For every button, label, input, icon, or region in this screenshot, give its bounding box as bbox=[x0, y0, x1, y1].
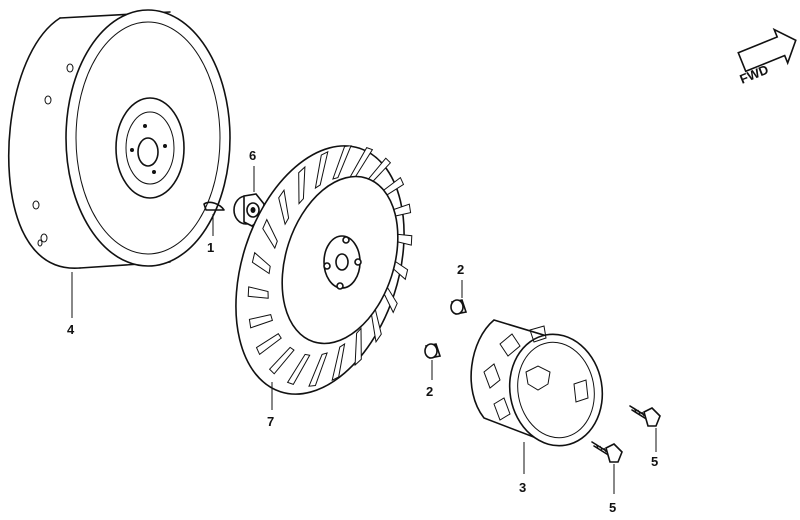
fwd-direction-arrow bbox=[737, 27, 797, 73]
fan-blade bbox=[332, 145, 352, 180]
fan-blade bbox=[278, 188, 290, 226]
callout-woodruff-key: 1 bbox=[207, 240, 214, 255]
fan-blade bbox=[298, 165, 306, 205]
callout-dowel-pin-upper: 2 bbox=[457, 262, 464, 277]
fan-blade bbox=[255, 333, 282, 356]
fwd-label: FWD bbox=[738, 62, 771, 87]
callout-starter-pulley: 3 bbox=[519, 480, 526, 495]
fan-blade bbox=[247, 286, 269, 299]
callout-dowel-pin-lower: 2 bbox=[426, 384, 433, 399]
flange-bolt-right bbox=[629, 405, 661, 427]
flange-bolt-lower bbox=[591, 441, 623, 463]
callout-flange-bolt-lower: 5 bbox=[609, 500, 616, 515]
fan-blade bbox=[268, 346, 295, 375]
fan-blade bbox=[262, 218, 278, 250]
fan-blade bbox=[354, 327, 362, 367]
callout-flange-nut: 6 bbox=[249, 148, 256, 163]
flywheel bbox=[7, 9, 231, 269]
dowel-pin-lower bbox=[424, 343, 442, 359]
dowel-pin-upper bbox=[450, 299, 468, 315]
cooling-fan bbox=[235, 145, 413, 395]
fan-blade bbox=[314, 150, 329, 190]
woodruff-key bbox=[203, 201, 225, 211]
fan-blade bbox=[308, 352, 328, 387]
starter-pulley bbox=[470, 319, 604, 447]
fan-blade bbox=[286, 353, 311, 386]
fan-blade bbox=[248, 314, 274, 329]
callout-flywheel: 4 bbox=[67, 322, 75, 337]
callout-cooling-fan: 7 bbox=[267, 414, 274, 429]
fan-blade bbox=[251, 251, 271, 275]
fan-blade bbox=[331, 342, 346, 382]
callout-flange-bolt-right: 5 bbox=[651, 454, 658, 469]
